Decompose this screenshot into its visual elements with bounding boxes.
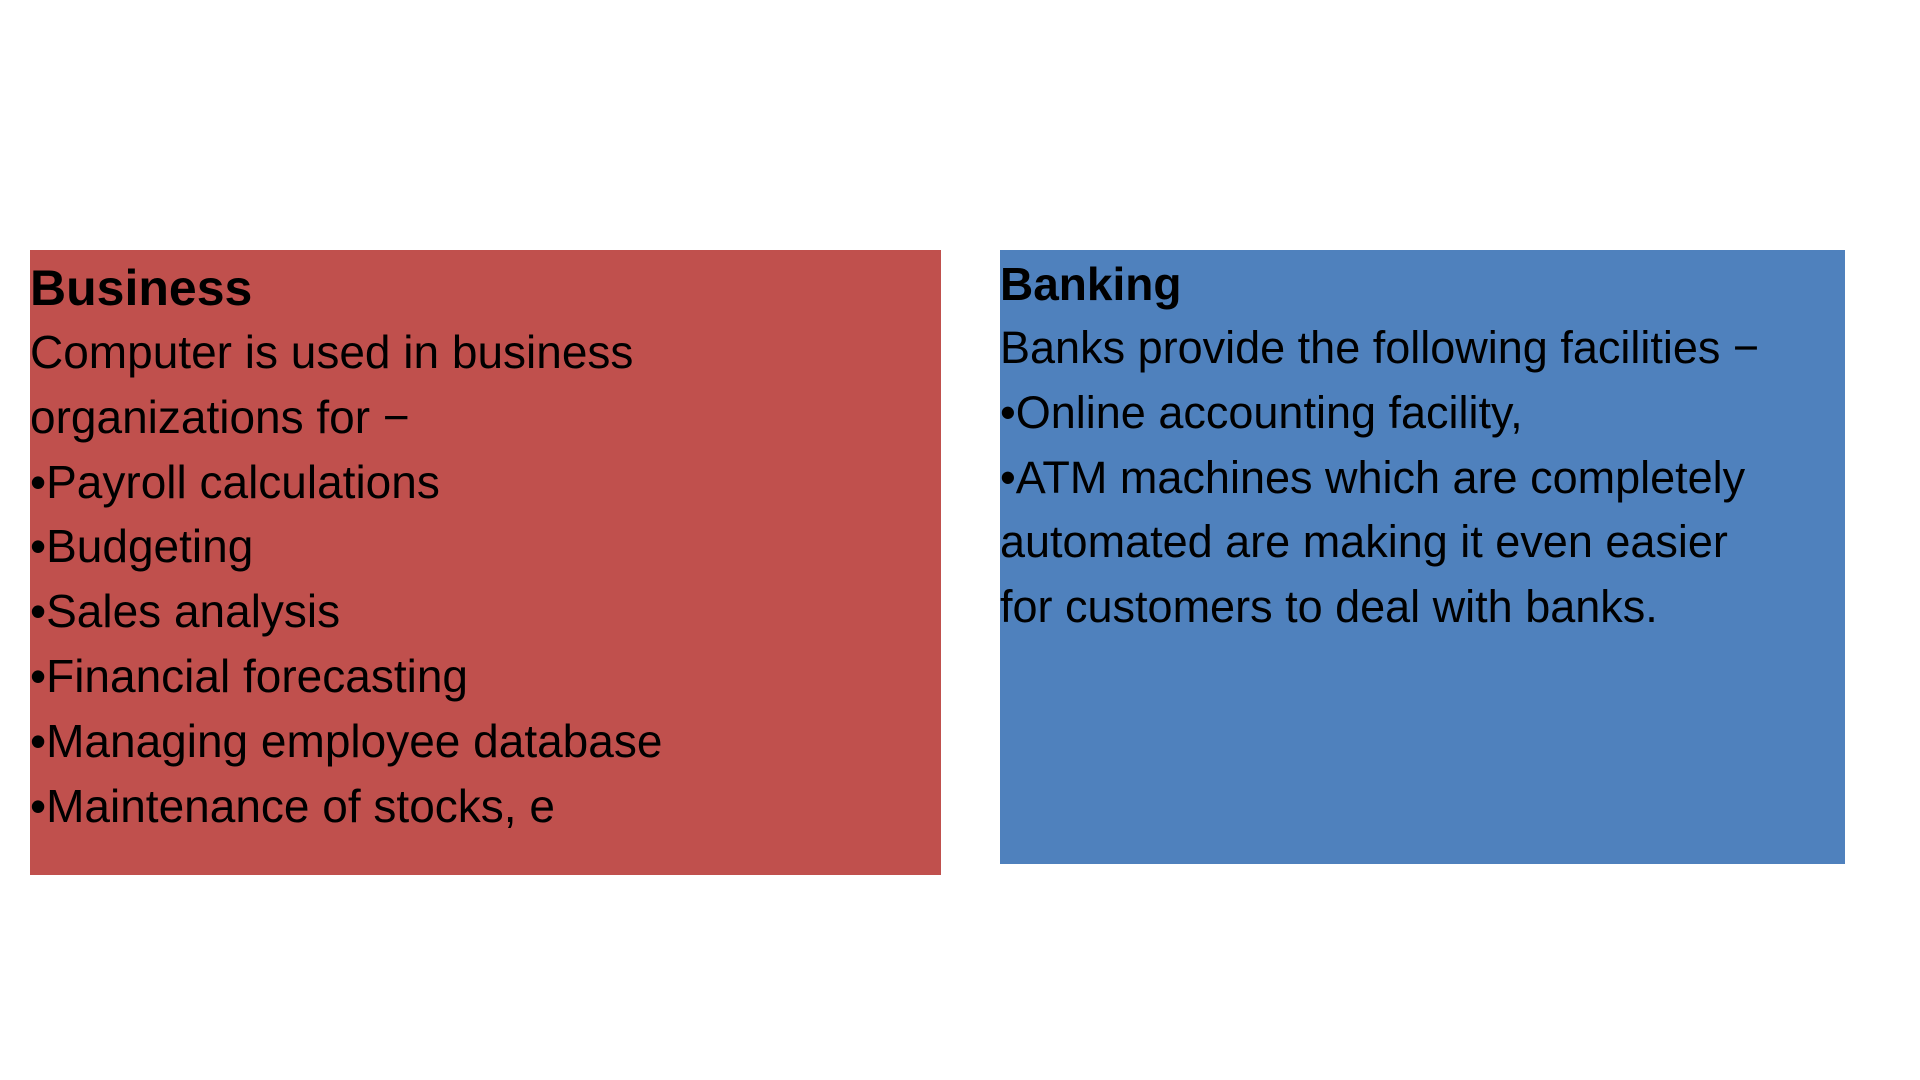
business-line: organizations for − — [30, 390, 410, 443]
banking-line: for customers to deal with banks. — [1000, 581, 1658, 633]
business-title: Business — [30, 260, 253, 316]
banking-line: Banks provide the following facilities − — [1000, 322, 1760, 373]
banking-box: Banking Banks provide the following faci… — [1000, 250, 1845, 864]
banking-title: Banking — [1000, 258, 1182, 310]
business-line: Computer is used in business — [30, 326, 634, 378]
business-bullet: •Maintenance of stocks, e — [30, 779, 555, 832]
business-bullet: •Budgeting — [30, 520, 254, 573]
business-bullet: •Payroll calculations — [30, 455, 440, 508]
business-bullet: •Financial forecasting — [30, 649, 468, 702]
business-box: Business Computer is used in business or… — [30, 250, 941, 875]
business-bullet: •Managing employee database — [30, 714, 663, 767]
banking-bullet: •ATM machines which are completely — [1000, 451, 1746, 503]
banking-bullet: •Online accounting facility, — [1000, 386, 1523, 438]
business-bullet: •Sales analysis — [30, 585, 341, 638]
banking-line: automated are making it even easier — [1000, 516, 1728, 568]
